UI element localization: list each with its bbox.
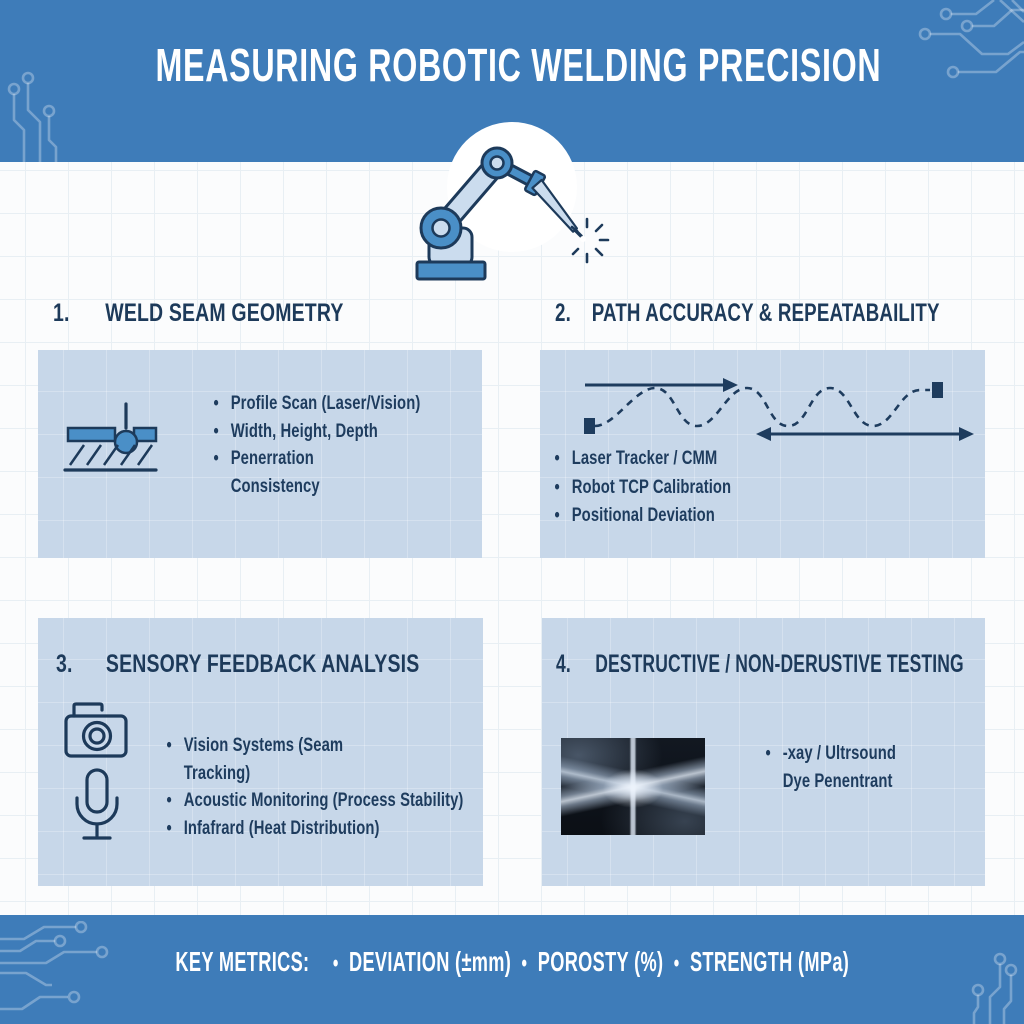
list-item: • Robot TCP Calibration bbox=[554, 476, 732, 498]
microphone-icon bbox=[75, 768, 119, 840]
circuit-traces-icon bbox=[918, 0, 1024, 79]
circuit-traces-icon bbox=[971, 952, 1018, 1024]
weave-path-diagram bbox=[584, 378, 974, 441]
key-metrics-label: KEY METRICS: bbox=[175, 946, 310, 977]
list-item: • Penerration Consistency bbox=[213, 448, 320, 497]
section-2-header: 2. PATH ACCURACY & REPEATABAILITY bbox=[555, 297, 940, 330]
list-item: • Acoustic Monitoring (Process Stability… bbox=[166, 790, 464, 811]
section-3-number: 3. bbox=[56, 650, 73, 678]
list-item: • Laser Tracker / CMM bbox=[554, 448, 718, 469]
circuit-traces-icon bbox=[0, 921, 109, 1011]
section-1-number: 1. bbox=[53, 299, 70, 327]
metric-deviation: DEVIATION (±mm) bbox=[348, 946, 511, 977]
xray-image bbox=[561, 738, 705, 835]
camera-icon bbox=[64, 702, 128, 758]
section-2-card bbox=[540, 350, 985, 558]
section-2-title: PATH ACCURACY & REPEATABAILITY bbox=[591, 299, 940, 327]
section-2-bullet-list: • Laser Tracker / CMM • Robot TCP Calibr… bbox=[553, 445, 732, 531]
section-2-number: 2. bbox=[555, 299, 571, 327]
section-1-bullet-list: • Profile Scan (Laser/Vision) • Width, H… bbox=[212, 390, 421, 500]
section-4-number: 4. bbox=[556, 650, 571, 678]
list-item: • Vision Systems (Seam Tracking) bbox=[166, 735, 344, 784]
section-4-title: DESTRUCTIVE / NON-DERUSTIVE TESTING bbox=[595, 650, 964, 678]
footer-band bbox=[0, 915, 1024, 1024]
metric-strength: STRENGTH (MPa) bbox=[689, 946, 849, 977]
list-item: • Infafrard (Heat Distribution) bbox=[166, 817, 380, 839]
section-4-bullet-list: • -xay / Ultrsound Dye Penentrant bbox=[764, 740, 896, 795]
section-3-bullet-list: • Vision Systems (Seam Tracking) • Acous… bbox=[165, 732, 464, 842]
list-item: • Profile Scan (Laser/Vision) bbox=[213, 393, 421, 414]
metric-porosity: POROSTY (%) bbox=[537, 946, 664, 977]
section-4-card bbox=[542, 618, 985, 886]
section-3-header: 3. SENSORY FEEDBACK ANALYSIS bbox=[56, 648, 419, 681]
bullet-separator: • bbox=[673, 950, 680, 977]
list-item: • Positional Deviation bbox=[554, 505, 715, 526]
key-metrics-row: KEY METRICS: • DEVIATION (±mm) • POROSTY… bbox=[0, 946, 1024, 978]
weld-seam-cross-section-icon bbox=[63, 402, 158, 472]
page-title: MEASURING ROBOTIC WELDING PRECISION bbox=[155, 39, 882, 91]
bullet-separator: • bbox=[521, 950, 528, 977]
list-item: • Width, Height, Depth bbox=[213, 420, 378, 442]
section-1-title: WELD SEAM GEOMETRY bbox=[105, 299, 344, 327]
list-item: • -xay / Ultrsound Dye Penentrant bbox=[765, 743, 896, 792]
robot-welding-arm-icon bbox=[415, 146, 610, 281]
bullet-separator: • bbox=[332, 950, 339, 977]
section-3-title: SENSORY FEEDBACK ANALYSIS bbox=[105, 650, 420, 678]
weld-spark-icon bbox=[570, 217, 610, 264]
circuit-traces-icon bbox=[7, 71, 58, 162]
section-3-card bbox=[38, 618, 483, 886]
section-4-header: 4. DESTRUCTIVE / NON-DERUSTIVE TESTING bbox=[556, 648, 964, 681]
section-1-header: 1. WELD SEAM GEOMETRY bbox=[53, 297, 344, 330]
